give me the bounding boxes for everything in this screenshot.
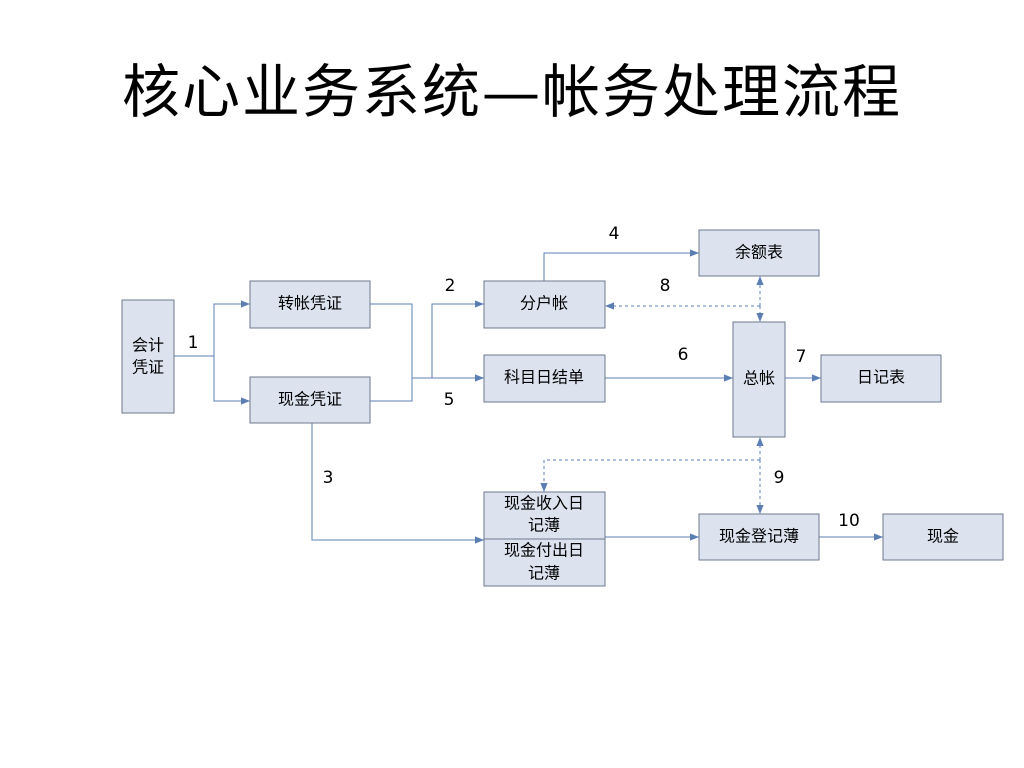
- node-label: 现金付出日: [504, 541, 584, 560]
- connector-transfer-merge: [370, 303, 413, 378]
- node-label: 凭证: [132, 358, 164, 377]
- node-cash-in-journal: 现金收入日 记薄: [483, 491, 606, 540]
- connector-cash-merge: [370, 378, 413, 402]
- node-label: 科目日结单: [504, 368, 584, 387]
- node-cash: 现金: [882, 513, 1004, 561]
- node-daily-journal: 日记表: [820, 354, 942, 403]
- node-label: 会计: [132, 336, 164, 355]
- node-label: 总帐: [743, 369, 775, 388]
- node-label: 记薄: [528, 564, 560, 583]
- node-subject-daily: 科目日结单: [483, 354, 606, 403]
- step-label-2: 2: [445, 276, 456, 296]
- node-label: 余额表: [735, 243, 783, 262]
- step-label-10: 10: [838, 511, 860, 531]
- step-label-8: 8: [660, 276, 671, 296]
- node-label: 现金凭证: [278, 390, 342, 409]
- node-cash-voucher: 现金凭证: [249, 376, 371, 424]
- node-cash-register: 现金登记薄: [698, 513, 820, 561]
- node-cash-out-journal: 现金付出日 记薄: [483, 538, 606, 587]
- connector-sub-account-to-balance: [543, 249, 699, 281]
- step-label-6: 6: [678, 345, 689, 365]
- node-label: 现金: [927, 527, 959, 546]
- connector-to-sub-account: [431, 300, 484, 378]
- node-label: 日记表: [857, 368, 905, 387]
- node-label: 现金收入日: [504, 494, 584, 513]
- node-label: 分户帐: [520, 294, 568, 313]
- step-label-3: 3: [323, 468, 334, 488]
- step-label-9: 9: [774, 468, 785, 488]
- node-accounting-voucher: 会计 凭证: [121, 299, 175, 414]
- node-transfer-voucher: 转帐凭证: [249, 280, 371, 329]
- connector-voucher-to-transfer: [213, 300, 250, 356]
- node-label: 转帐凭证: [278, 294, 342, 313]
- connector-ledger-to-cash-journals: [540, 459, 760, 492]
- node-balance-table: 余额表: [698, 229, 820, 277]
- node-general-ledger: 总帐: [732, 321, 786, 438]
- node-sub-account: 分户帐: [483, 280, 606, 329]
- connector-voucher-to-cash: [213, 356, 250, 405]
- step-label-4: 4: [609, 224, 620, 244]
- node-label: 现金登记薄: [719, 527, 799, 546]
- step-label-5: 5: [444, 390, 455, 410]
- step-label-1: 1: [188, 333, 199, 353]
- step-label-7: 7: [796, 347, 807, 367]
- node-label: 记薄: [528, 516, 560, 535]
- connector-cash-to-journals: [311, 423, 484, 544]
- slide-title: 核心业务系统—帐务处理流程: [121, 58, 902, 126]
